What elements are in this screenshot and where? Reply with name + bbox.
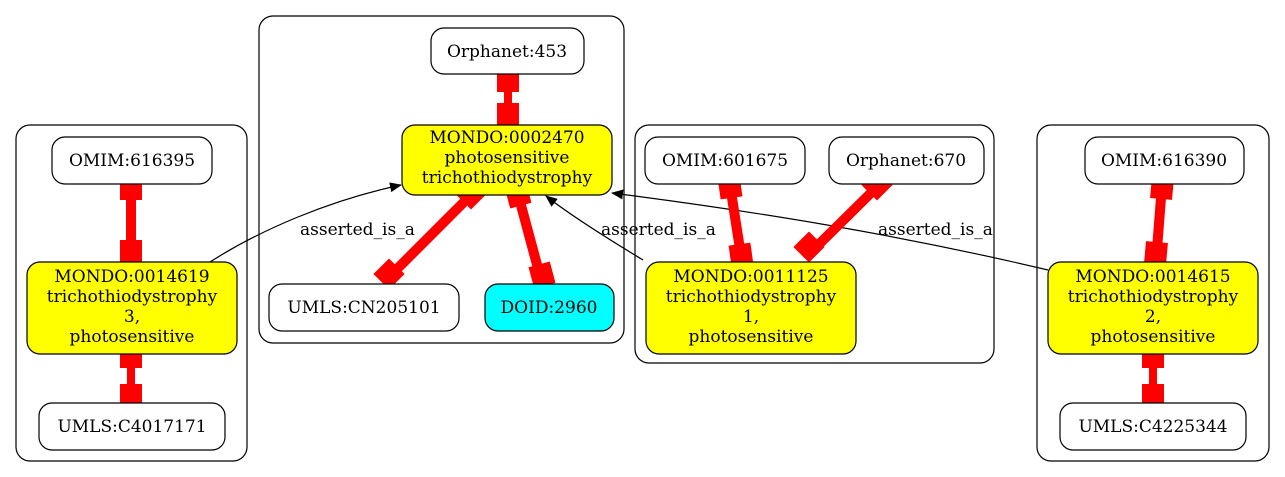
edge-end-marker bbox=[497, 103, 519, 125]
node-umls-cn205101[interactable]: UMLS:CN205101 bbox=[268, 283, 460, 332]
node-label: Orphanet:670 bbox=[846, 151, 966, 171]
node-omim-601675[interactable]: OMIM:601675 bbox=[644, 136, 806, 185]
node-label: DOID:2960 bbox=[501, 298, 598, 318]
node-mondo-0014615[interactable]: MONDO:0014615 trichothiodystrophy 2, pho… bbox=[1047, 261, 1259, 355]
edge-asserted-is-a-0014619 bbox=[209, 182, 402, 263]
node-label: UMLS:CN205101 bbox=[287, 298, 440, 318]
node-doid-2960[interactable]: DOID:2960 bbox=[484, 283, 615, 332]
cluster-mondo-0011125 bbox=[634, 124, 995, 364]
node-umls-c4225344[interactable]: UMLS:C4225344 bbox=[1059, 402, 1247, 451]
node-label: MONDO:0014619 bbox=[54, 267, 209, 287]
node-label: OMIM:616390 bbox=[1101, 151, 1227, 171]
node-label: MONDO:0014615 bbox=[1075, 267, 1230, 287]
node-orphanet-670[interactable]: Orphanet:670 bbox=[828, 136, 985, 185]
cluster-mondo-0014615 bbox=[1036, 124, 1270, 462]
edge-end-marker bbox=[497, 70, 519, 92]
edge-end-marker bbox=[120, 240, 142, 262]
node-label: photosensitive bbox=[1091, 327, 1216, 347]
edge-end-marker bbox=[793, 231, 825, 263]
edge-end-marker bbox=[373, 258, 405, 290]
cluster-mondo-0002470 bbox=[258, 15, 625, 344]
node-label: UMLS:C4225344 bbox=[1078, 417, 1227, 437]
node-mondo-0002470[interactable]: MONDO:0002470 photosensitive trichothiod… bbox=[401, 124, 613, 196]
node-mondo-0011125[interactable]: MONDO:0011125 trichothiodystrophy 1, pho… bbox=[645, 261, 857, 355]
node-label: trichothiodystrophy bbox=[1068, 287, 1239, 307]
cluster-mondo-0014619 bbox=[15, 124, 248, 462]
edge-end-marker bbox=[1142, 384, 1164, 406]
node-label: 1, bbox=[743, 307, 759, 327]
node-label: trichothiodystrophy bbox=[422, 168, 593, 188]
node-label: OMIM:616395 bbox=[69, 151, 195, 171]
edge-asserted-is-a-0011125 bbox=[545, 195, 644, 261]
node-omim-616390[interactable]: OMIM:616390 bbox=[1084, 136, 1245, 185]
edge-end-marker bbox=[728, 242, 754, 268]
node-label: photosensitive bbox=[70, 327, 195, 347]
edge-end-marker bbox=[120, 384, 142, 406]
node-label: trichothiodystrophy bbox=[47, 287, 218, 307]
node-label: OMIM:601675 bbox=[662, 151, 788, 171]
node-label: trichothiodystrophy bbox=[666, 287, 837, 307]
edge-label-asserted-is-a-middle: asserted_is_a bbox=[601, 220, 716, 240]
edge-mondo0002470-umlscn205101 bbox=[386, 190, 476, 280]
node-label: MONDO:0002470 bbox=[429, 128, 584, 148]
node-label: Orphanet:453 bbox=[447, 42, 567, 62]
edge-label-asserted-is-a-left: asserted_is_a bbox=[300, 220, 415, 240]
edge-end-marker bbox=[1144, 241, 1168, 265]
node-label: UMLS:C4017171 bbox=[57, 417, 206, 437]
edge-asserted-is-a-0014615 bbox=[611, 189, 1049, 271]
node-label: photosensitive bbox=[445, 148, 570, 168]
node-label: photosensitive bbox=[689, 327, 814, 347]
node-umls-c4017171[interactable]: UMLS:C4017171 bbox=[38, 402, 226, 451]
edge-end-marker bbox=[528, 261, 556, 289]
node-label: 3, bbox=[124, 307, 140, 327]
node-mondo-0014619[interactable]: MONDO:0014619 trichothiodystrophy 3, pho… bbox=[26, 261, 238, 355]
node-omim-616395[interactable]: OMIM:616395 bbox=[51, 136, 213, 185]
node-label: 2, bbox=[1145, 307, 1161, 327]
node-label: MONDO:0011125 bbox=[673, 267, 828, 287]
node-orphanet-453[interactable]: Orphanet:453 bbox=[430, 27, 585, 75]
edge-label-asserted-is-a-right: asserted_is_a bbox=[878, 220, 993, 240]
